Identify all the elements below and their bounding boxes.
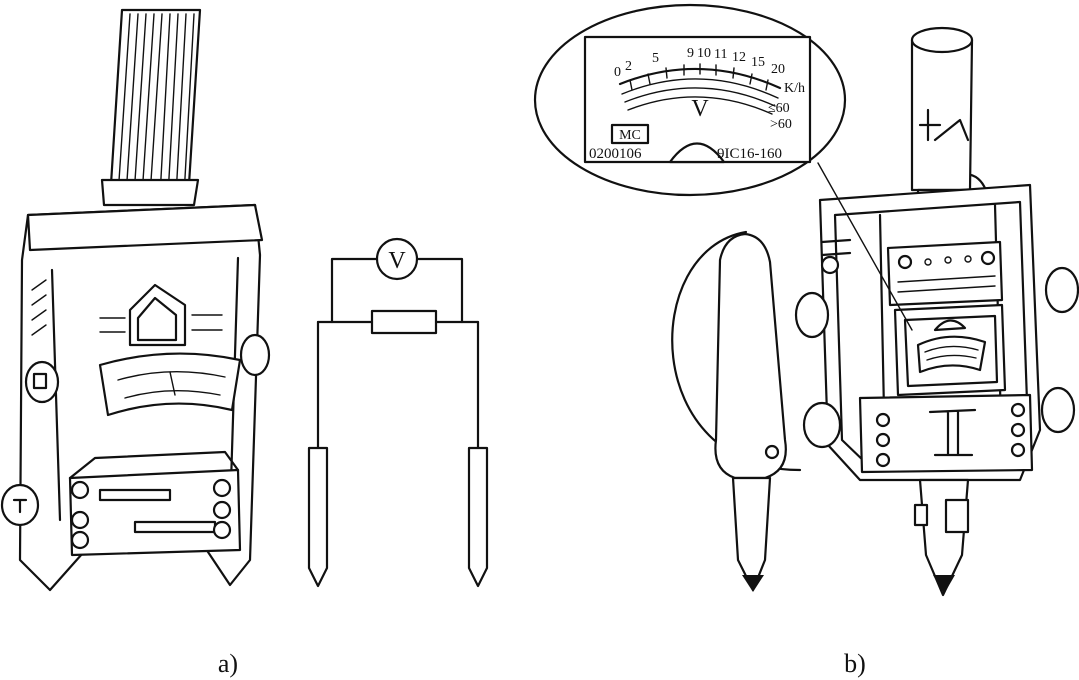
dial-unit-kmh: K/h: [784, 81, 805, 96]
voltmeter-symbol: V: [388, 248, 406, 274]
voltmeter: V: [375, 237, 419, 281]
dial-le60: ≤60: [768, 101, 790, 116]
dial-gt60: >60: [770, 117, 792, 132]
dial-unit-v: V: [691, 96, 709, 122]
probe-b: [714, 232, 787, 592]
caption-a: a): [218, 649, 238, 678]
scale-number-5: 11: [714, 47, 727, 62]
scale-number-8: 20: [771, 62, 785, 77]
dial-magnifier: 0 2 5 9 10 11 12 15 20 K/h V ≤60 >60 MC …: [533, 3, 847, 197]
scale-number-2: 5: [652, 51, 659, 66]
dial-mc-mark: MC: [619, 128, 641, 143]
scale-number-6: 12: [732, 50, 746, 65]
scale-number-0: 0: [614, 65, 621, 80]
dial-ticks: [629, 63, 769, 91]
scale-number-7: 15: [751, 55, 765, 70]
caption-b: b): [844, 649, 866, 678]
dial-pivot: [668, 142, 726, 164]
device-b-body: [794, 183, 1079, 597]
device-a-body: [0, 203, 271, 592]
dial-scale-numbers: 0 2 5 9 10 11 12 15 20: [614, 46, 785, 80]
dial-serial-right: 9IC16-160: [717, 146, 782, 162]
device-a-handle: [100, 8, 202, 207]
device-a: [0, 8, 271, 592]
scale-number-1: 2: [625, 59, 632, 74]
scale-number-4: 10: [697, 46, 711, 61]
probe-left: [307, 446, 329, 588]
callout-line: [817, 162, 913, 331]
device-b: [671, 26, 1079, 597]
resistor: [370, 309, 438, 335]
circuit-a: V: [307, 237, 489, 588]
probe-right: [467, 446, 489, 588]
dial-serial-left: 0200106: [589, 146, 642, 162]
scale-number-3: 9: [687, 46, 694, 61]
